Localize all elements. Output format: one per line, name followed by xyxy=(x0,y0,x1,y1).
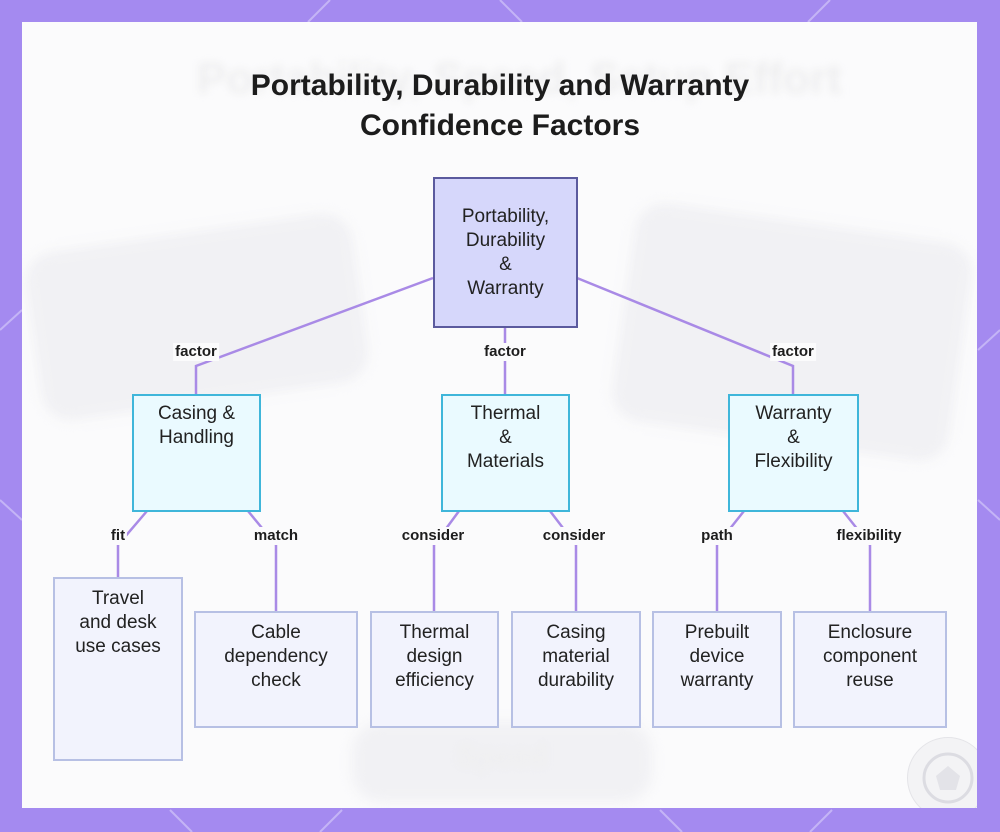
edge-root-casing xyxy=(194,276,434,394)
edge-label-fit: fit xyxy=(108,527,128,545)
branch-node-warranty-flexibility: Warranty & Flexibility xyxy=(728,394,859,512)
title-line-1: Portability, Durability and Warranty xyxy=(250,69,750,102)
leaf-node-travel-desk: Travel and desk use cases xyxy=(53,577,183,761)
background-button xyxy=(352,722,652,802)
edge-thermal-design xyxy=(432,510,461,611)
edge-label-factor-casing: factor xyxy=(173,343,219,361)
background-text: Speed xyxy=(456,740,548,773)
edge-warranty-enclosure xyxy=(842,510,872,611)
edge-label-flexibility: flexibility xyxy=(834,527,904,545)
edge-label-factor-warranty: factor xyxy=(770,343,816,361)
edge-warranty-prebuilt xyxy=(715,510,745,611)
edge-label-consider-material: consider xyxy=(540,527,608,545)
edge-label-consider-design: consider xyxy=(399,527,467,545)
leaf-node-cable-dependency: Cable dependency check xyxy=(194,611,358,728)
diagram-title: Portability, Durability and Warranty Con… xyxy=(0,66,1000,146)
leaf-node-casing-material: Casing material durability xyxy=(511,611,641,728)
edge-label-path: path xyxy=(699,527,735,545)
edge-casing-cable xyxy=(247,510,278,611)
edge-label-factor-thermal: factor xyxy=(482,343,528,361)
background-title: Portability, Speed, Setup Effort xyxy=(197,54,842,103)
branch-node-thermal-materials: Thermal & Materials xyxy=(441,394,570,512)
edge-root-warranty xyxy=(576,276,795,394)
brand-logo-icon xyxy=(907,737,977,808)
leaf-node-thermal-design: Thermal design efficiency xyxy=(370,611,499,728)
edge-casing-travel xyxy=(116,510,148,577)
edge-thermal-casing xyxy=(549,510,578,611)
title-line-2: Confidence Factors xyxy=(359,109,641,142)
branch-node-casing-handling: Casing & Handling xyxy=(132,394,261,512)
leaf-node-enclosure-reuse: Enclosure component reuse xyxy=(793,611,947,728)
edge-label-match: match xyxy=(251,527,301,545)
leaf-node-prebuilt-warranty: Prebuilt device warranty xyxy=(652,611,782,728)
root-node: Portability, Durability & Warranty xyxy=(433,177,578,328)
